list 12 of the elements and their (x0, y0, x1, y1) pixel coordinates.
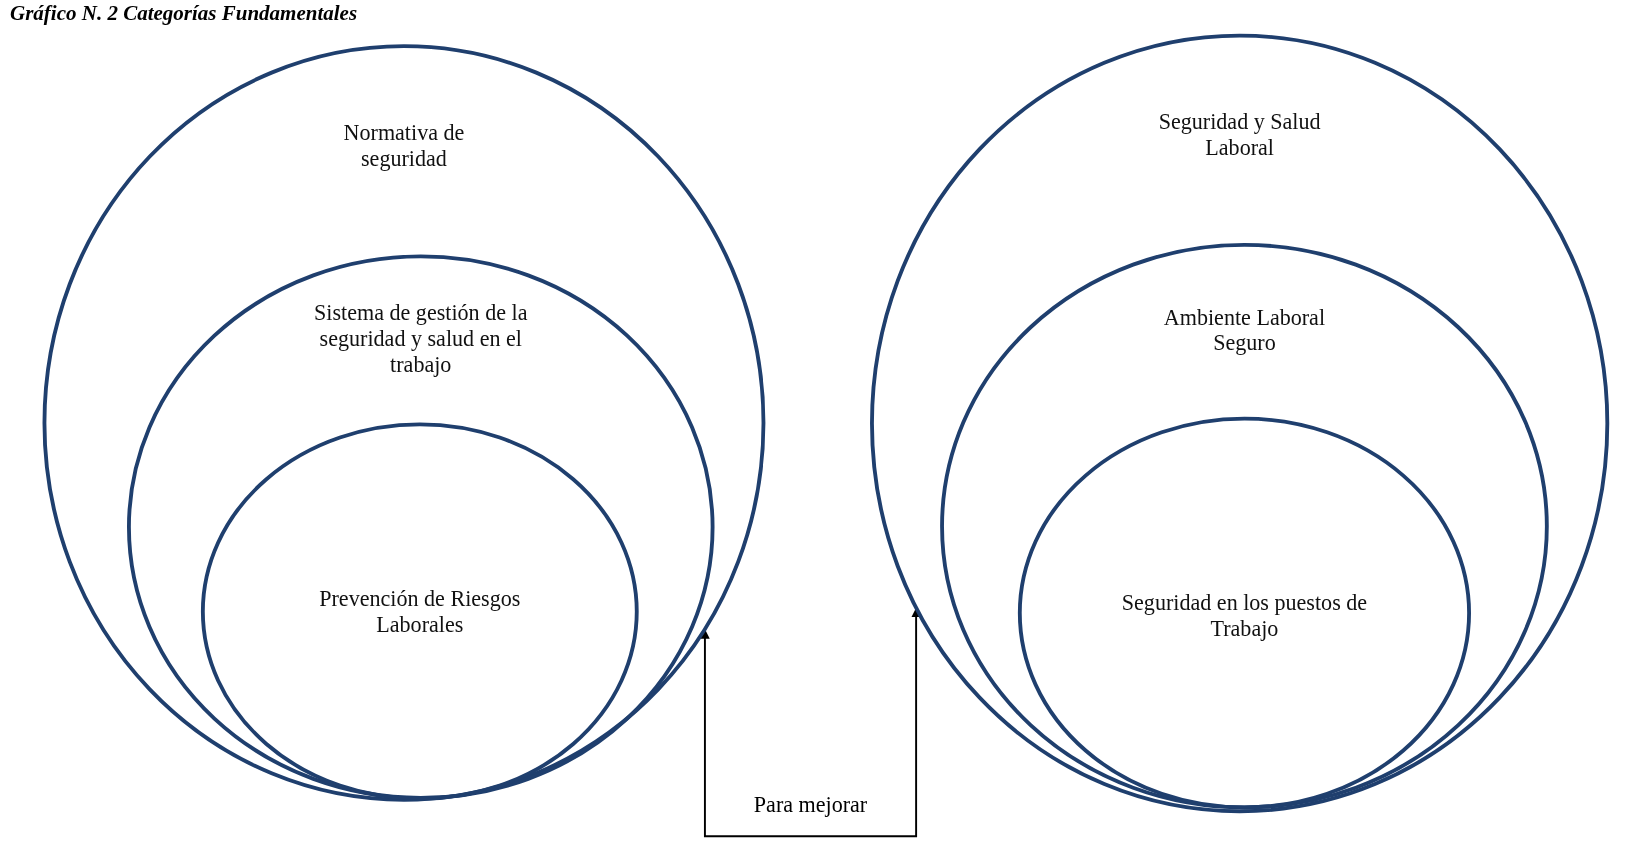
category-label: Seguridad en los puestos de Trabajo (1120, 589, 1369, 642)
figure-title: Gráfico N. 2 Categorías Fundamentales (10, 1, 358, 26)
category-label: Prevención de Riesgos Laborales (318, 585, 522, 638)
category-ellipse (870, 33, 1610, 814)
category-label: Seguridad y Salud Laboral (1157, 108, 1322, 161)
category-ellipse (200, 422, 639, 801)
category-label: Sistema de gestión de la seguridad y salud en el trabajo (313, 299, 529, 378)
category-label: Ambiente Laboral Seguro (1162, 304, 1327, 357)
category-label: Normativa de seguridad (342, 120, 466, 172)
category-ellipse (940, 242, 1549, 810)
category-ellipse (1017, 416, 1471, 810)
category-ellipse (127, 254, 715, 800)
